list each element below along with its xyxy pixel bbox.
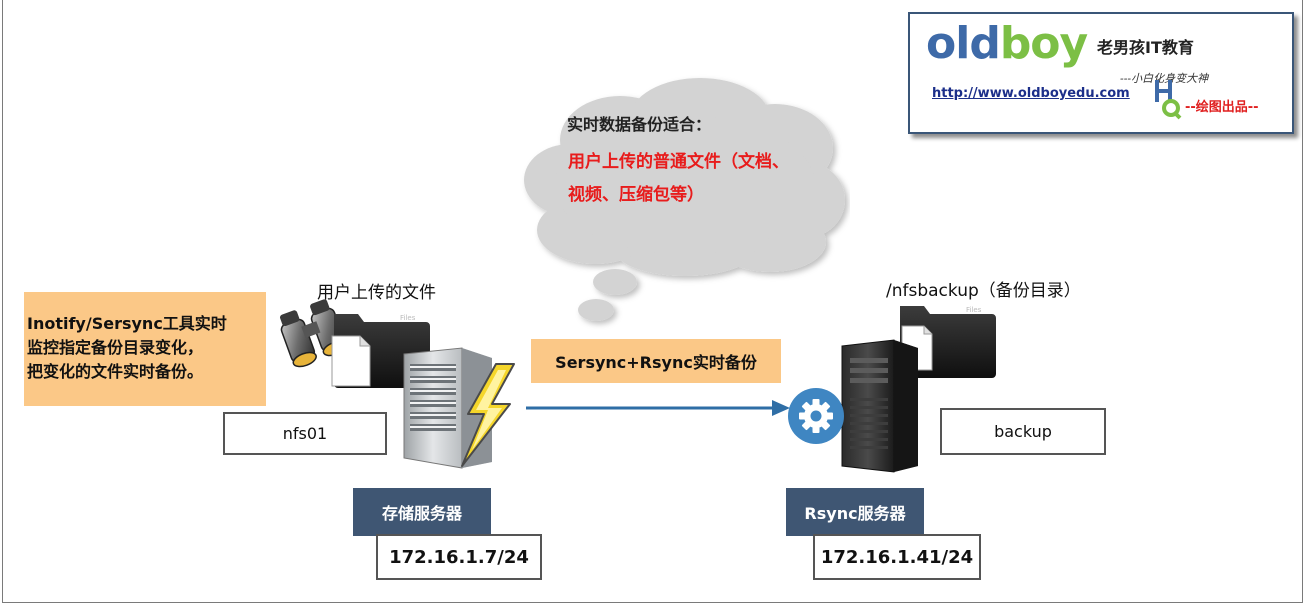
sync-arrow: [526, 400, 790, 416]
backup-server-tower-icon: [841, 339, 918, 473]
nfs-role: 存储服务器: [381, 504, 462, 523]
thought-cloud: [524, 78, 845, 321]
note-line-3: 把变化的文件实时备份。: [27, 362, 204, 381]
inotify-note-box: Inotify/Sersync工具实时 监控指定备份目录变化， 把变化的文件实时…: [24, 292, 266, 406]
logo-slogan: ---小白化身变大神: [1120, 72, 1209, 85]
cloud-content: 用户上传的普通文件（文档、视频、压缩包等）: [568, 152, 789, 205]
oldboy-logo-card: oldboy 老男孩IT教育 ---小白化身变大神 http://www.old…: [908, 12, 1294, 134]
gear-icon: [788, 388, 844, 444]
sersync-rsync-label-box: Sersync+Rsync实时备份: [531, 339, 781, 383]
nfs-server-tower-icon: [403, 347, 492, 469]
logo-brand-o: o: [926, 18, 956, 69]
backup-ip-box: 172.16.1.41/24: [813, 534, 981, 580]
logo-credit-text: --绘图出品--: [1185, 100, 1259, 115]
logo-url-link[interactable]: http://www.oldboyedu.com: [932, 86, 1130, 101]
backup-ip: 172.16.1.41/24: [820, 546, 974, 568]
cloud-heading: 实时数据备份适合：: [567, 115, 712, 134]
note-line-2: 监控指定备份目录变化，: [27, 338, 204, 357]
logo-brand-ld: ld: [955, 18, 1001, 69]
backup-role: Rsync服务器: [804, 504, 906, 523]
nfs-ip: 172.16.1.7/24: [389, 546, 529, 568]
backup-dir-label: /nfsbackup（备份目录）: [886, 281, 1081, 301]
note-line-1: Inotify/Sersync工具实时: [27, 314, 227, 333]
hq-mark-icon: [1155, 80, 1182, 120]
logo-brand-boy: boy: [999, 18, 1088, 69]
backup-hostname-box: backup: [940, 408, 1106, 455]
backup-folder-tab-label: Files: [966, 306, 982, 314]
nfs-hostname-box: nfs01: [223, 412, 387, 455]
nfs-ip-box: 172.16.1.7/24: [376, 534, 542, 580]
logo-brand-wordmark: oldboy: [926, 16, 1088, 72]
uploaded-files-label: 用户上传的文件: [317, 283, 436, 303]
backup-role-badge: Rsync服务器: [786, 488, 924, 536]
backup-hostname: backup: [994, 422, 1052, 441]
logo-chinese-name: 老男孩IT教育: [1097, 38, 1194, 57]
nfs-hostname: nfs01: [282, 424, 328, 443]
sync-label: Sersync+Rsync实时备份: [555, 353, 757, 372]
nfs-role-badge: 存储服务器: [353, 488, 491, 536]
lightning-bolt-icon: [461, 363, 515, 467]
folder-tab-label: Files: [400, 314, 416, 322]
